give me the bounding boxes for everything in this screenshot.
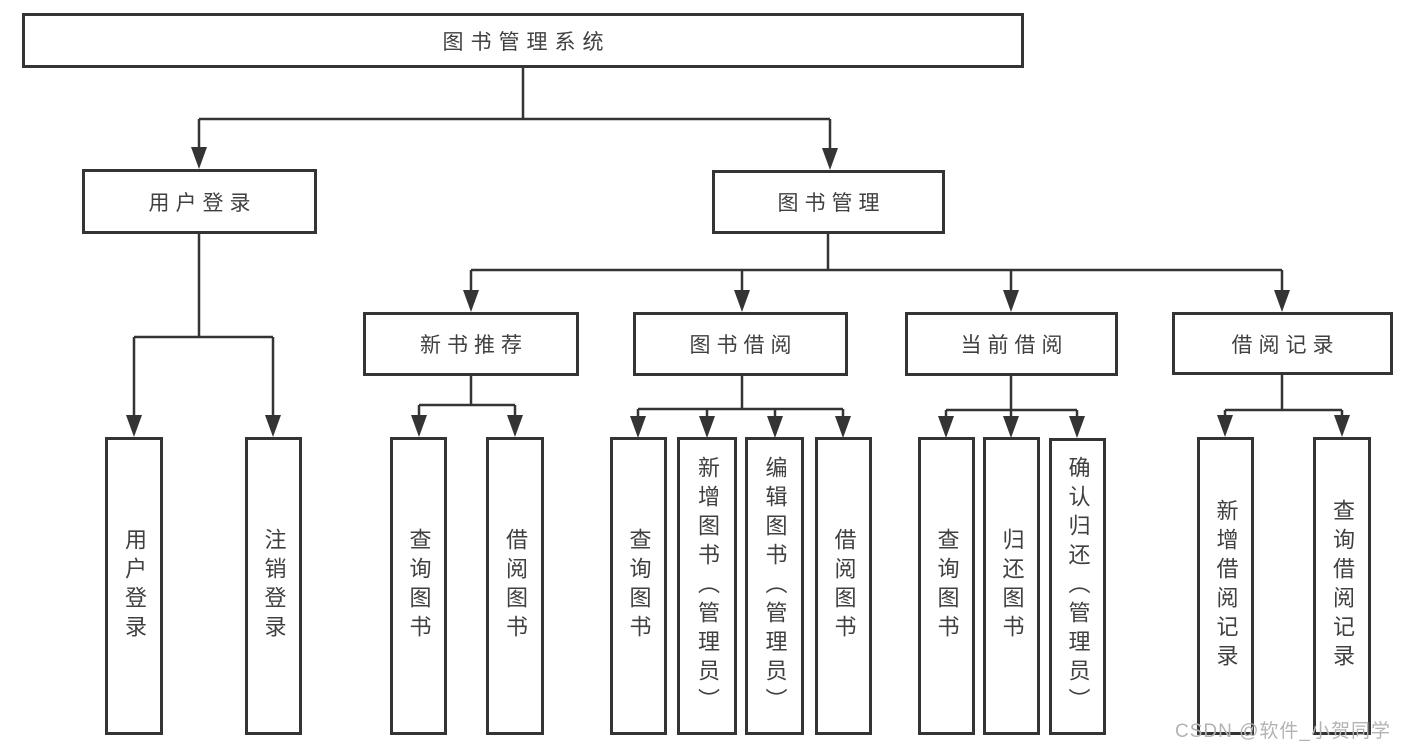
leaf-add-book-admin: 新增图书（管理员） [677, 437, 737, 735]
leaf-query-book-borrowing: 查询图书 [610, 437, 667, 735]
node-new-book-recommend: 新书推荐 [363, 312, 579, 376]
node-book-borrowing: 图书借阅 [633, 312, 848, 376]
leaf-add-borrow-record: 新增借阅记录 [1197, 437, 1254, 735]
csdn-watermark: CSDN @软件_小贺同学 [1175, 721, 1391, 742]
leaf-query-book-recommend: 查询图书 [390, 437, 447, 735]
node-library-system: 图书管理系统 [22, 13, 1024, 68]
node-borrowing-records: 借阅记录 [1172, 312, 1393, 375]
leaf-borrow-book-recommend: 借阅图书 [486, 437, 544, 735]
leaf-borrow-book: 借阅图书 [815, 437, 872, 735]
leaf-query-book-current: 查询图书 [918, 437, 975, 735]
leaf-return-book: 归还图书 [983, 437, 1040, 735]
leaf-confirm-return-admin: 确认归还（管理员） [1049, 438, 1106, 735]
arrowhead-icon [126, 147, 1350, 438]
node-current-borrowing: 当前借阅 [905, 312, 1118, 376]
node-book-management: 图书管理 [712, 170, 945, 234]
tree-edges [132, 68, 1344, 422]
leaf-query-borrow-record: 查询借阅记录 [1313, 437, 1371, 735]
node-user-login: 用户登录 [82, 169, 317, 234]
leaf-edit-book-admin: 编辑图书（管理员） [745, 437, 804, 735]
leaf-logout: 注销登录 [245, 437, 302, 735]
leaf-user-login: 用户登录 [105, 437, 163, 735]
